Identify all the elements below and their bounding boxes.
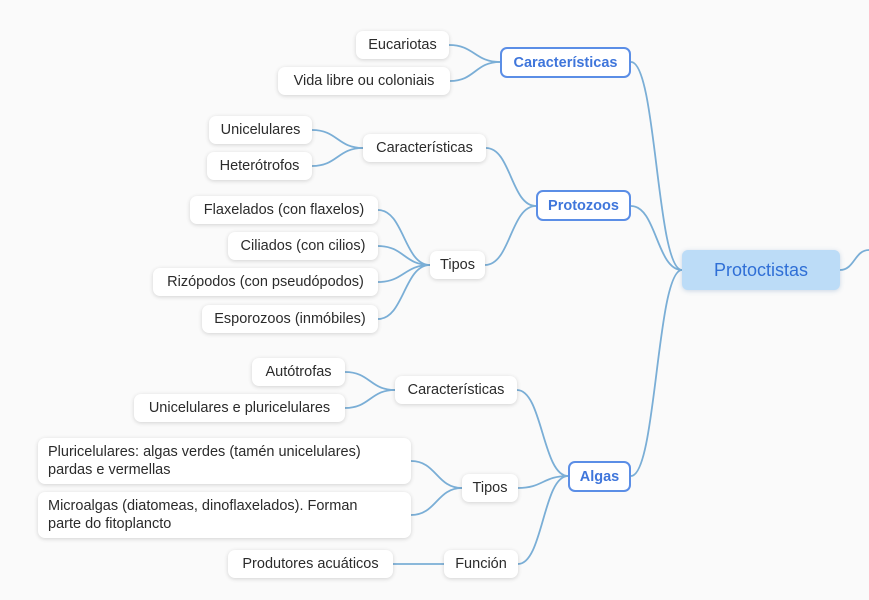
- leaf-microalgas[interactable]: Microalgas (diatomeas, dinoflaxelados). …: [38, 492, 411, 538]
- connector-unicelulares: [311, 129, 364, 149]
- leaf-esporozoos[interactable]: Esporozoos (inmóbiles): [202, 305, 378, 333]
- connector-algas-caracteristicas: [516, 389, 569, 477]
- leaf-vida-libre[interactable]: Vida libre ou coloniais: [278, 67, 450, 95]
- connector-algas-tipos: [517, 475, 569, 489]
- protozoos-caracteristicas[interactable]: Características: [363, 134, 486, 162]
- connector-root-protozoos: [630, 205, 683, 271]
- connector-esporozoos: [377, 264, 431, 320]
- connector-vida-libre: [449, 61, 501, 82]
- connector-root-caracteristicas: [630, 61, 683, 271]
- leaf-rizopodos[interactable]: Rizópodos (con pseudópodos): [153, 268, 378, 296]
- branch-algas[interactable]: Algas: [568, 461, 631, 492]
- connector-protozoos-tipos: [484, 205, 537, 266]
- connector-root-algas: [630, 269, 683, 477]
- connector-root-offscreen: [839, 249, 869, 271]
- connector-ciliados: [377, 245, 431, 266]
- connector-pluricelulares: [410, 460, 463, 489]
- connector-algas-funcion: [517, 475, 569, 565]
- leaf-unicelulares[interactable]: Unicelulares: [209, 116, 312, 144]
- leaf-pluricelulares-algas[interactable]: Pluricelulares: algas verdes (tamén unic…: [38, 438, 411, 484]
- connector-autotrofas: [344, 371, 396, 391]
- algas-caracteristicas[interactable]: Características: [395, 376, 517, 404]
- leaf-autotrofas[interactable]: Autótrofas: [252, 358, 345, 386]
- leaf-ciliados[interactable]: Ciliados (con cilios): [228, 232, 378, 260]
- connector-microalgas: [410, 487, 463, 516]
- connector-uni-pluri: [344, 389, 396, 409]
- leaf-produtores[interactable]: Produtores acuáticos: [228, 550, 393, 578]
- root-node[interactable]: Protoctistas: [682, 250, 840, 290]
- connector-flaxelados: [377, 209, 431, 266]
- branch-caracteristicas[interactable]: Características: [500, 47, 631, 78]
- leaf-flaxelados[interactable]: Flaxelados (con flaxelos): [190, 196, 378, 224]
- leaf-eucariotas[interactable]: Eucariotas: [356, 31, 449, 59]
- protozoos-tipos[interactable]: Tipos: [430, 251, 485, 279]
- connector-eucariotas: [448, 44, 501, 63]
- leaf-uni-pluricelulares[interactable]: Unicelulares e pluricelulares: [134, 394, 345, 422]
- algas-tipos[interactable]: Tipos: [462, 474, 518, 502]
- algas-funcion[interactable]: Función: [444, 550, 518, 578]
- leaf-heterotrofos[interactable]: Heterótrofos: [207, 152, 312, 180]
- connector-protozoos-caracteristicas: [485, 147, 537, 207]
- branch-protozoos[interactable]: Protozoos: [536, 190, 631, 221]
- connector-heterotrofos: [311, 147, 364, 167]
